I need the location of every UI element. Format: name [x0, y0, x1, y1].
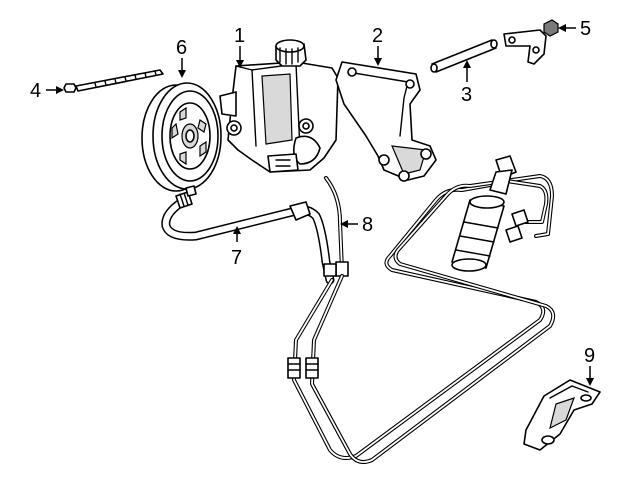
part-9-bracket[interactable]	[523, 379, 601, 451]
callout-2: 2	[372, 25, 383, 47]
callout-labels: 1 2 3 4 5 6 7 8 9	[30, 18, 595, 367]
callout-7: 7	[231, 247, 242, 269]
part-6-pulley[interactable]	[141, 82, 222, 192]
part-3-rod[interactable]	[430, 39, 498, 73]
callout-9: 9	[584, 345, 595, 367]
callout-4: 4	[30, 80, 41, 102]
callout-8: 8	[362, 214, 373, 236]
callout-3: 3	[461, 84, 472, 106]
cooler-canister[interactable]	[451, 155, 529, 272]
callout-arrows	[46, 24, 594, 386]
part-4-bolt[interactable]	[63, 69, 164, 93]
part-5-nut-and-bracket[interactable]	[503, 19, 559, 65]
callout-6: 6	[176, 37, 187, 59]
callout-1: 1	[234, 25, 245, 47]
part-7-hose[interactable]	[161, 185, 335, 285]
steering-lines[interactable]	[287, 174, 556, 464]
part-2-pump-bracket[interactable]	[335, 61, 437, 182]
callout-5: 5	[580, 18, 591, 40]
part-1-power-steering-pump[interactable]	[219, 39, 339, 173]
